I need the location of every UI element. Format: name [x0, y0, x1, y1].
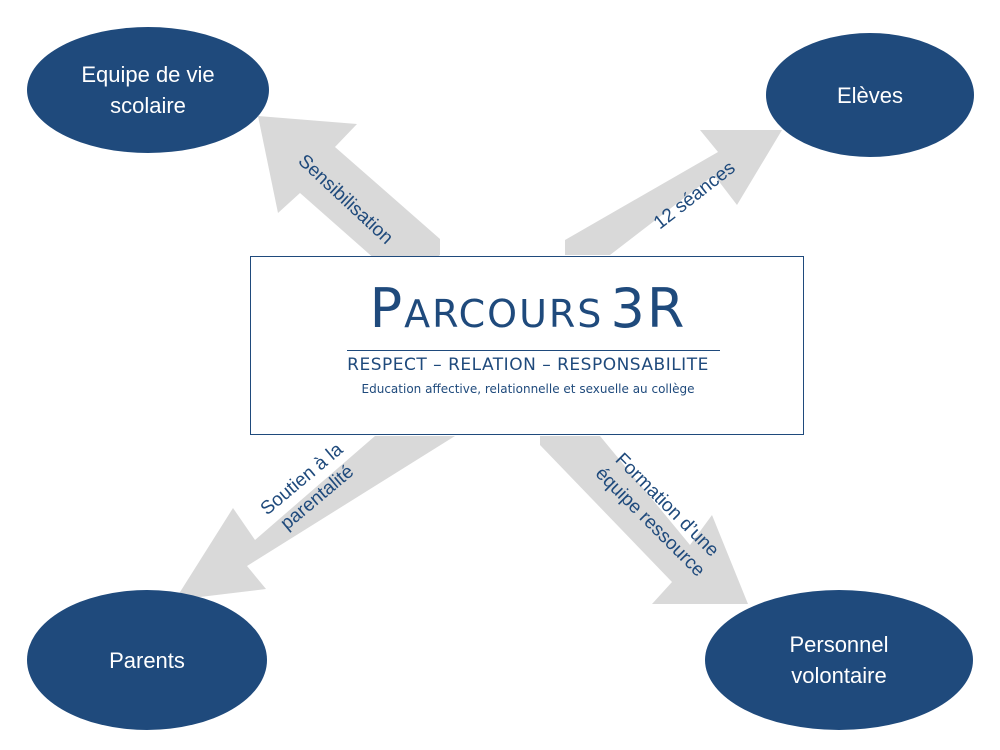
node-equipe-vie-scolaire-label: Equipe de vie scolaire — [81, 62, 215, 118]
arrow-bottom-left — [175, 436, 455, 600]
logo-title-initial: P — [369, 277, 405, 340]
logo-box: PARCOURS 3R RESPECT – RELATION – RESPONS… — [250, 256, 804, 435]
arrow-top-left — [258, 116, 440, 283]
logo-title: PARCOURS 3R — [251, 277, 805, 340]
node-eleves: Elèves — [766, 33, 974, 157]
node-parents-label: Parents — [109, 647, 185, 673]
arrow-bottom-right — [540, 436, 748, 604]
node-personnel-volontaire: Personnel volontaire — [705, 590, 973, 730]
node-eleves-label: Elèves — [836, 82, 904, 108]
node-parents: Parents — [27, 590, 267, 730]
logo-title-rest: ARCOURS — [404, 292, 604, 336]
logo-divider — [347, 350, 720, 351]
logo-subtitle: RESPECT – RELATION – RESPONSABILITE — [347, 355, 709, 375]
arrow-top-right — [565, 130, 782, 255]
logo-title-number: 3R — [610, 277, 687, 340]
logo-description: Education affective, relationnelle et se… — [361, 382, 695, 396]
node-equipe-vie-scolaire: Equipe de vie scolaire — [27, 27, 269, 153]
node-personnel-volontaire-label: Personnel volontaire — [789, 632, 889, 688]
